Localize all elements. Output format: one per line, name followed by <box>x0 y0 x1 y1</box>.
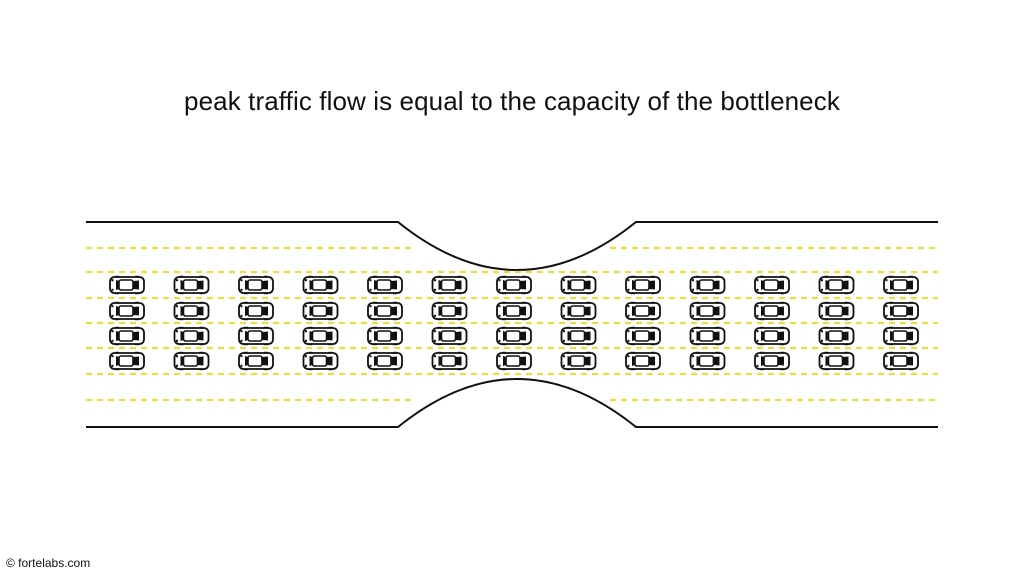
diagram-title: peak traffic flow is equal to the capaci… <box>184 86 840 116</box>
car <box>496 326 532 346</box>
car <box>625 326 661 346</box>
copyright-credit: © fortelabs.com <box>6 556 91 570</box>
car <box>689 351 726 371</box>
car <box>818 351 855 371</box>
car <box>754 301 790 321</box>
car <box>560 351 597 371</box>
car <box>431 351 468 371</box>
car <box>109 275 145 295</box>
car <box>496 275 532 295</box>
car <box>689 301 726 321</box>
car <box>302 301 339 321</box>
road-bottom-edge <box>86 378 938 428</box>
car <box>238 351 274 371</box>
car <box>367 351 403 371</box>
car <box>302 275 339 295</box>
car <box>689 326 726 346</box>
car <box>883 275 919 295</box>
car <box>689 275 726 295</box>
car <box>238 301 274 321</box>
lane-markings <box>86 246 938 402</box>
car <box>883 351 919 371</box>
car <box>367 326 403 346</box>
car <box>496 351 532 371</box>
car <box>818 301 855 321</box>
car <box>431 326 468 346</box>
car <box>560 301 597 321</box>
car <box>754 351 790 371</box>
car <box>754 326 790 346</box>
car <box>560 275 597 295</box>
traffic-cars <box>109 275 919 371</box>
car <box>625 301 661 321</box>
car <box>109 301 145 321</box>
car <box>238 275 274 295</box>
car <box>302 326 339 346</box>
car <box>109 326 145 346</box>
car <box>238 326 274 346</box>
car <box>883 301 919 321</box>
car <box>431 301 468 321</box>
car <box>367 301 403 321</box>
car <box>560 326 597 346</box>
road-top-edge <box>86 221 938 271</box>
car <box>302 351 339 371</box>
car <box>109 351 145 371</box>
car <box>883 326 919 346</box>
car <box>818 326 855 346</box>
car <box>625 351 661 371</box>
car <box>625 275 661 295</box>
car <box>367 275 403 295</box>
car <box>173 301 210 321</box>
car <box>173 275 210 295</box>
car <box>431 275 468 295</box>
car <box>173 326 210 346</box>
car <box>754 275 790 295</box>
car <box>496 301 532 321</box>
car <box>173 351 210 371</box>
car <box>818 275 855 295</box>
